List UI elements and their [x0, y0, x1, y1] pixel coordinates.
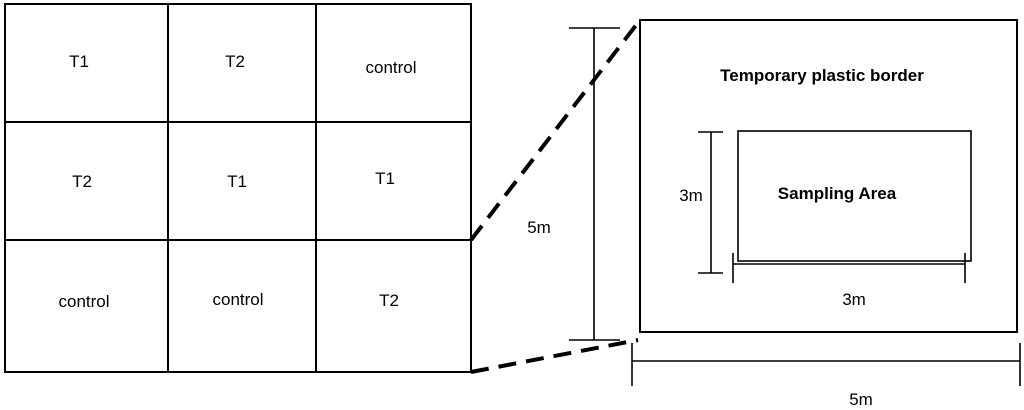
plot-cell-label: control [212, 290, 263, 309]
sampling-height-label: 3m [679, 186, 703, 205]
plot-cell-label: control [58, 292, 109, 311]
plot-cell-label: T2 [72, 172, 92, 191]
plastic-border-label: Temporary plastic border [720, 66, 924, 85]
sampling-area-label: Sampling Area [778, 184, 897, 203]
plot-detail: Temporary plastic border Sampling Area 3… [639, 19, 1018, 333]
sampling-area-outline [737, 130, 972, 262]
plot-width-dimension: 5m [631, 343, 1021, 409]
zoom-line-top [469, 18, 642, 242]
plot-cell-label: T1 [375, 169, 395, 188]
plot-height-dimension: 5m [527, 27, 620, 341]
sampling-width-label: 3m [842, 290, 866, 309]
grid-outline [4, 3, 472, 373]
plot-cell-label: T2 [225, 52, 245, 71]
plot-cell-label: T2 [379, 291, 399, 310]
zoom-line-bottom [470, 338, 639, 374]
treatment-grid: T1 T2 control T2 T1 T1 control control T… [4, 3, 472, 373]
plot-cell-label: control [365, 58, 416, 77]
plot-cell-label: T1 [69, 52, 89, 71]
plot-cell-label: T1 [227, 172, 247, 191]
plastic-border-outline [639, 19, 1018, 333]
plot-width-label: 5m [849, 390, 873, 409]
plot-height-label: 5m [527, 218, 551, 237]
zoom-connector [469, 18, 642, 374]
